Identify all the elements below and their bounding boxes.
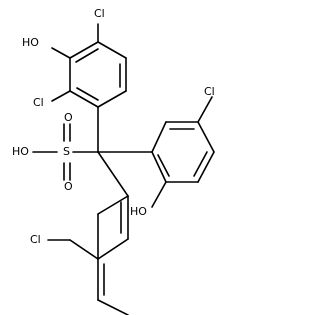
- bond: [197, 151, 215, 183]
- bond: [69, 90, 99, 108]
- hydroxyl-label-top: HO: [22, 36, 39, 49]
- bond-to-cl: [197, 96, 213, 123]
- bond: [97, 238, 129, 260]
- bond: [97, 90, 127, 108]
- bond: [151, 151, 167, 183]
- bond: [97, 41, 127, 59]
- bond-double-inner: [75, 48, 99, 63]
- bond-double-inner: [76, 87, 99, 101]
- oxygen-label-lower: O: [64, 180, 73, 193]
- bond-to-oh: [151, 181, 167, 208]
- oxygen-label-upper: O: [64, 111, 73, 124]
- bond: [97, 299, 129, 315]
- bond-c-lower-ring: [97, 151, 129, 197]
- chlorine-label-top: Cl: [94, 7, 105, 20]
- bond: [197, 121, 215, 153]
- hydroxyl-label-right: HO: [130, 205, 147, 218]
- sulfur-label: S: [63, 145, 70, 158]
- chlorine-label-left: Cl: [33, 96, 44, 109]
- bond-double-inner: [157, 154, 170, 177]
- bond: [97, 195, 129, 215]
- bond: [69, 41, 99, 59]
- bond-to-cl: [51, 90, 71, 102]
- right-ring: [151, 121, 215, 183]
- molecule-drawing: Cl HO Cl Cl HO S O O HO Cl: [12, 7, 215, 315]
- chlorine-label-bottom: Cl: [30, 233, 41, 246]
- sulfonic-hydroxyl-label: HO: [12, 145, 29, 158]
- upper-ring: [69, 41, 127, 108]
- bond-to-oh: [51, 47, 71, 59]
- structure-canvas: Cl HO Cl Cl HO S O O HO Cl: [12, 7, 215, 315]
- lower-ring: [47, 195, 129, 315]
- bond-double-inner: [193, 151, 208, 177]
- bond: [69, 239, 99, 260]
- chlorine-label-right: Cl: [204, 85, 215, 98]
- bond: [151, 121, 167, 153]
